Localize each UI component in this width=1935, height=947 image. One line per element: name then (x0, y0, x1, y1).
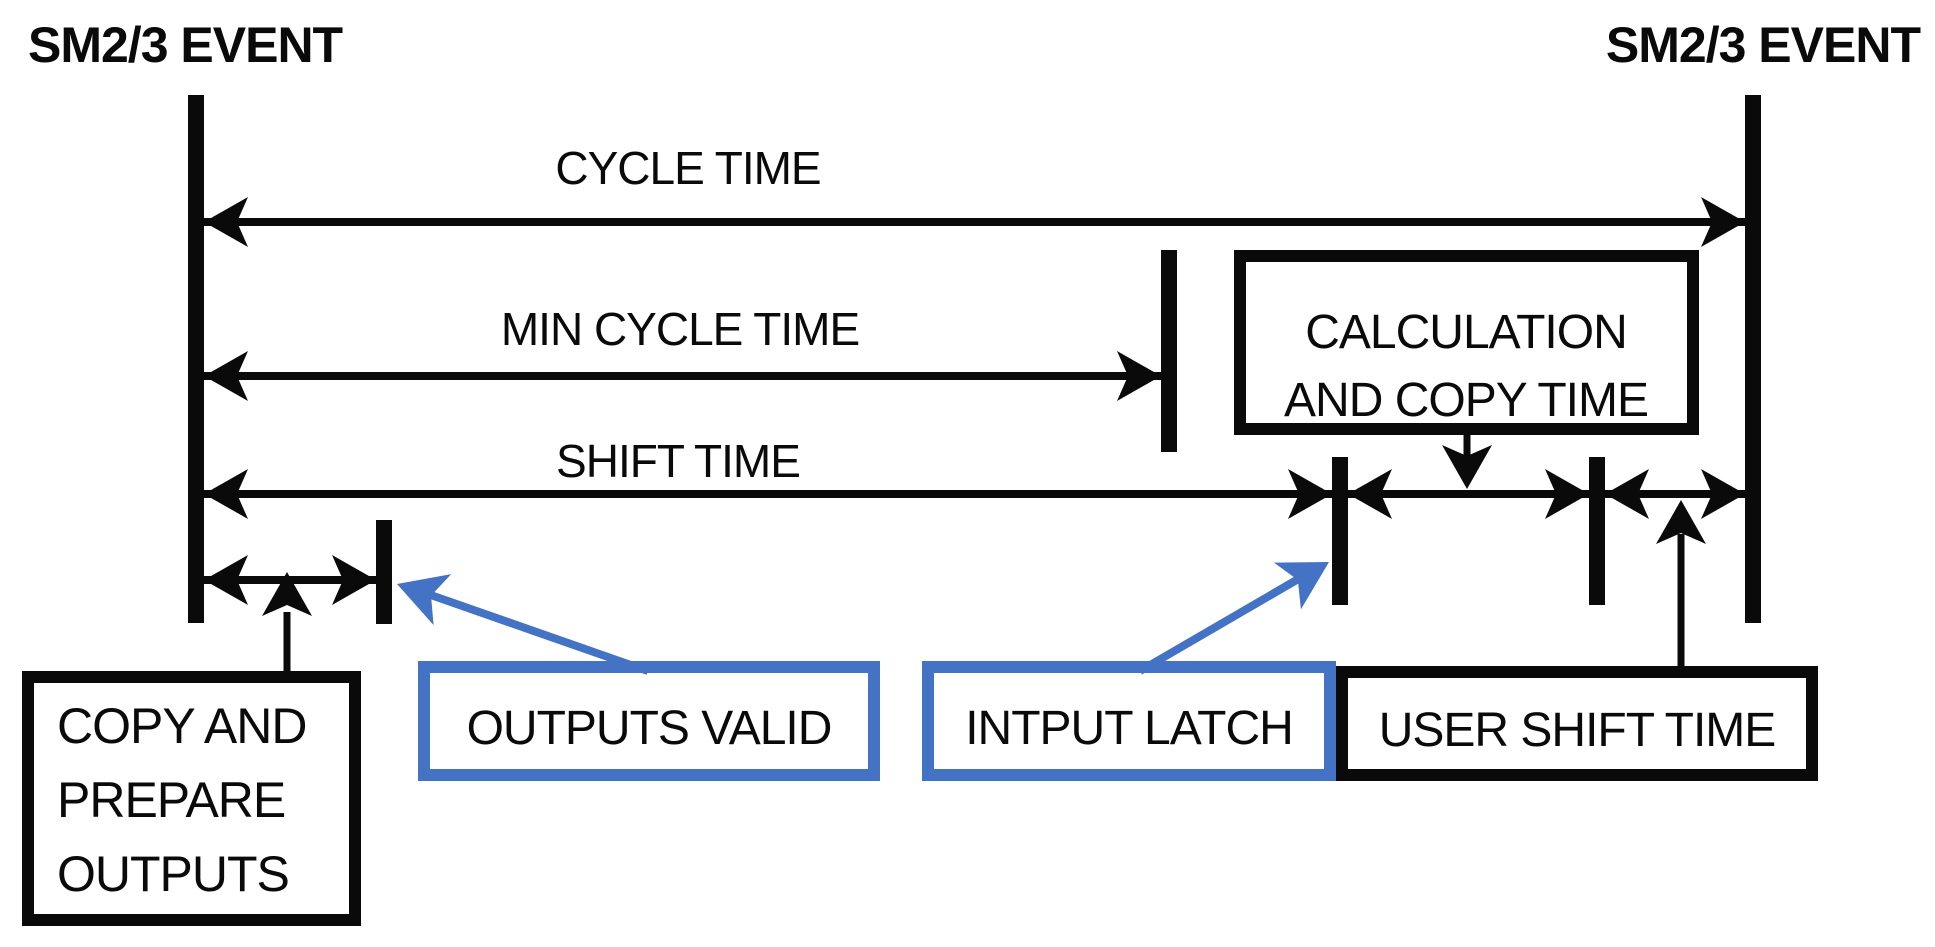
calc-copy-span-arrowhead-right (1545, 469, 1589, 519)
shift-time-label: SHIFT TIME (556, 435, 800, 487)
shift-time-arrowhead-right (1288, 469, 1332, 519)
min-cycle-end-bar (1161, 250, 1177, 452)
outputs-valid-pointer-arrowhead (397, 574, 452, 626)
min-cycle-time-arrowhead-left (204, 351, 248, 401)
calculation-copy-time-line1: CALCULATION (1305, 306, 1627, 359)
min-cycle-time-arrowhead-right (1117, 351, 1161, 401)
user-shift-span-arrowhead-left (1605, 469, 1649, 519)
intput-latch-box (922, 661, 1336, 781)
user-shift-span-arrowhead-right (1701, 469, 1745, 519)
calculation-copy-time-line2: AND COPY TIME (1284, 374, 1648, 427)
user-shift-time-box (1336, 666, 1818, 781)
user-shift-tick-bar (1589, 457, 1605, 605)
event-label-right: SM2/3 EVENT (1606, 17, 1921, 73)
intput-latch-pointer-line (1137, 574, 1303, 675)
copy-prepare-span-arrowhead-left (204, 555, 248, 605)
copy-prepare-outputs-box (22, 671, 361, 926)
copy-prepare-pointer-arrowhead-up (262, 572, 312, 616)
right-event-bar (1745, 95, 1761, 623)
user-shift-time-label: USER SHIFT TIME (1379, 704, 1776, 757)
copy-prepare-span-arrowhead-right (332, 555, 376, 605)
event-label-left: SM2/3 EVENT (28, 17, 343, 73)
outputs-valid-box (418, 661, 880, 781)
copy-prepare-outputs-line1: COPY AND (57, 698, 307, 754)
shift-time-arrowhead-left (204, 469, 248, 519)
user-shift-pointer-arrowhead-up (1656, 500, 1706, 544)
left-event-bar (188, 95, 204, 623)
calculation-copy-time-box (1234, 250, 1699, 435)
copy-prepare-outputs-line2: PREPARE (57, 772, 285, 828)
calculation-pointer-arrowhead-down (1442, 445, 1492, 489)
cycle-time-label: CYCLE TIME (555, 142, 820, 194)
cycle-time-arrowhead-right (1701, 197, 1745, 247)
outputs-valid-label: OUTPUTS VALID (467, 702, 832, 755)
cycle-time-arrowhead-left (204, 197, 248, 247)
outputs-valid-pointer-line (423, 589, 650, 675)
intput-latch-label: INTPUT LATCH (965, 702, 1293, 755)
outputs-valid-tick-bar (376, 520, 392, 624)
copy-prepare-outputs-line3: OUTPUTS (57, 846, 289, 902)
min-cycle-time-label: MIN CYCLE TIME (501, 303, 859, 355)
input-latch-bar (1332, 457, 1348, 605)
intput-latch-pointer-arrowhead (1273, 562, 1329, 610)
calc-copy-span-arrowhead-left (1348, 469, 1392, 519)
